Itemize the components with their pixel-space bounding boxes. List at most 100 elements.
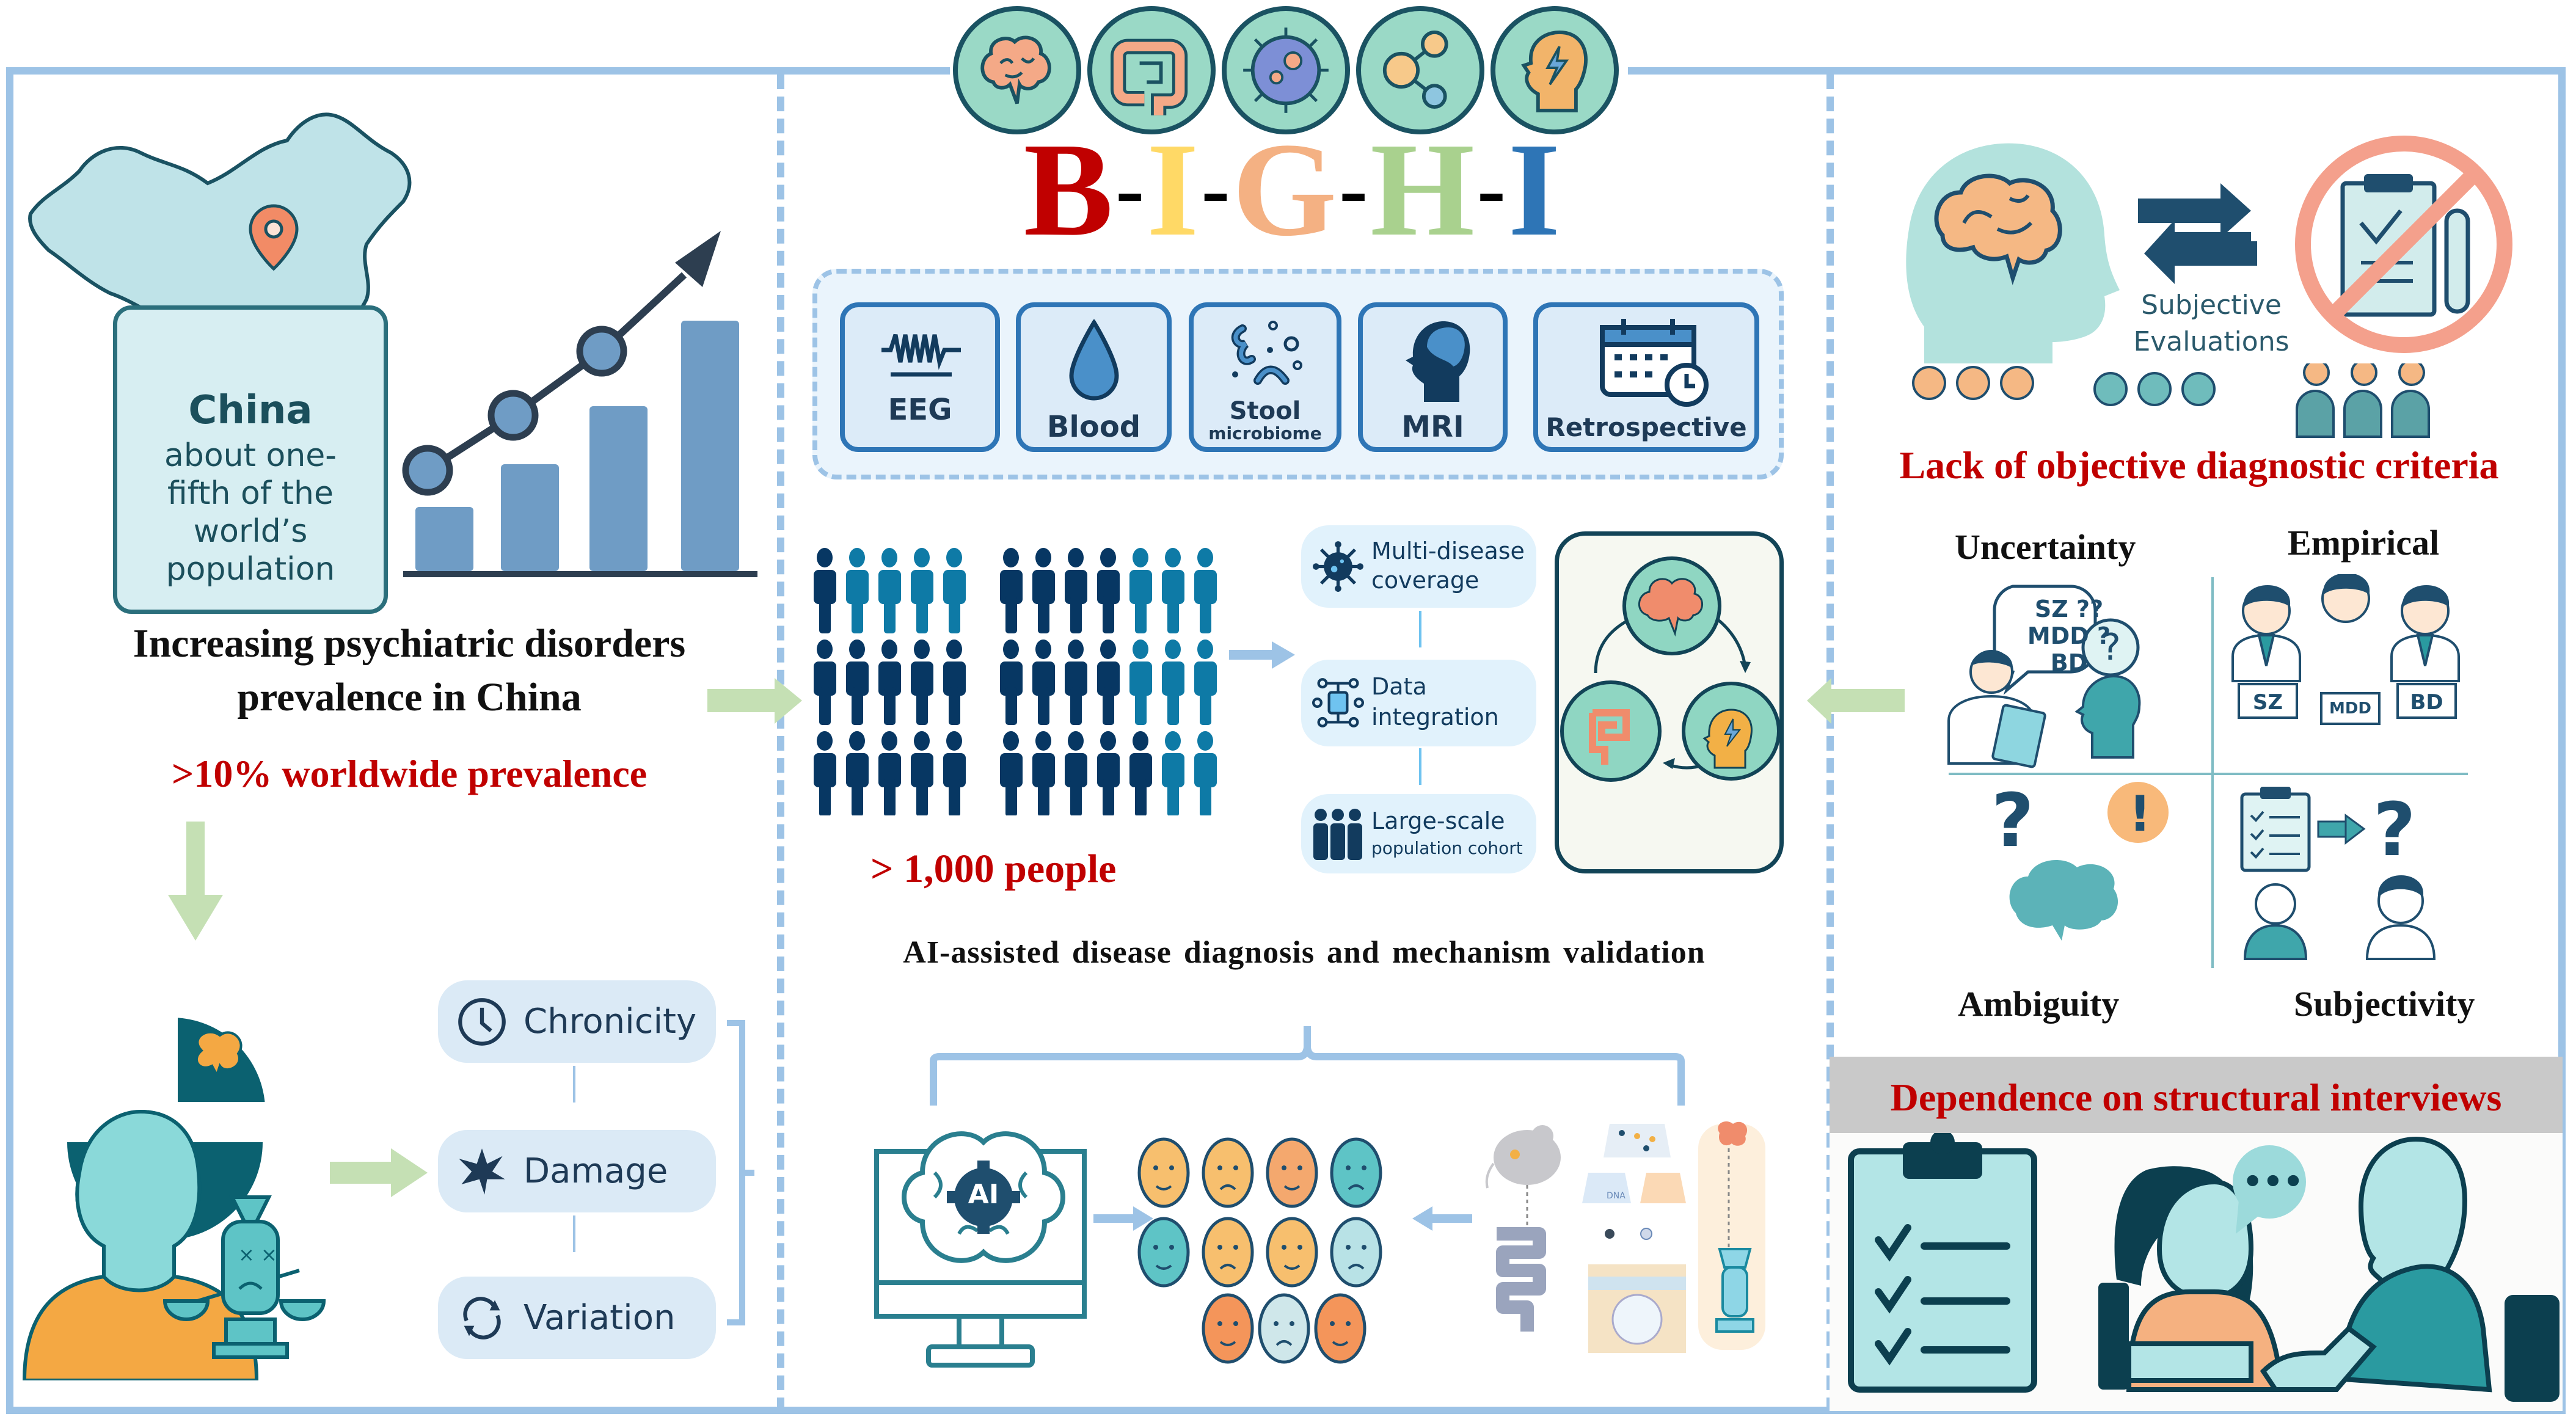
dna-panel [1582,1173,1631,1203]
emotion-face-icon [1266,1217,1318,1288]
emotion-face-icon [1330,1217,1382,1288]
flow-connector [1419,748,1421,785]
flow-step-title: Large-scale [1371,807,1505,834]
clinician-icon [2260,1136,2560,1402]
microbe-icon [1222,6,1350,134]
head-brain-icon [1906,143,2120,363]
person-figure [846,640,869,725]
emotion-face-icon [1137,1217,1190,1288]
person-figure [1065,548,1087,633]
quadrant-label-subjectivity: Subjectivity [2294,984,2475,1024]
subjective-evaluations-label: Subjective Evaluations [2126,287,2297,360]
person-figure [814,640,836,725]
person-figure [878,731,901,815]
sad-scale-icon [1715,1248,1754,1333]
exclamation-mark: ! [2129,785,2151,842]
person-figure [878,640,901,725]
brain-icon [953,6,1081,134]
person-figure [943,731,966,815]
quadrant-divider-horizontal [1949,773,2468,775]
acronym-separator: - [1115,142,1144,236]
emotion-faces [1137,1137,1382,1364]
speech-dots: ••• [2242,1164,2304,1200]
right-arrow-icon [330,1148,428,1197]
person-figure [1097,731,1120,815]
clipboard-checklist-icon [1848,1133,2037,1393]
people-grid [814,548,1217,815]
virus-icon [1313,541,1363,592]
bubble-line: BD [2050,649,2088,676]
modality-retrospective: Retrospective [1533,302,1759,452]
checklist-question-icon: ? [2240,787,2436,960]
china-subtitle-line: about one- [164,437,337,474]
feature-label: Damage [524,1151,668,1191]
person-figure [1000,640,1023,725]
modality-stool: Stool microbiome [1189,302,1341,452]
person-figure [814,731,836,815]
diagnosis-bubble: SZ ?? MDD ? BD [2020,596,2118,676]
modality-label: MRI [1401,410,1464,444]
head-lightning-icon [1491,6,1619,134]
person-figure [1129,731,1152,815]
modality-label: Stool [1229,397,1301,425]
rising-bar-chart-icon [402,231,757,577]
cell-panel [1640,1173,1686,1203]
quadrant-label-ambiguity: Ambiguity [1958,984,2120,1024]
feature-label: Variation [524,1298,676,1338]
data-node-icon [1312,678,1364,727]
emotion-face-icon [1314,1293,1366,1364]
flow-step-cohort: Large-scale population cohort [1301,794,1536,873]
acronym-letter: I [1508,115,1561,264]
subjective-label-line: Evaluations [2133,326,2290,357]
china-subtitle-line: fifth of the [167,475,334,512]
emotion-face-icon [1330,1137,1382,1208]
panel-arrow-right-icon [707,678,802,724]
china-title: China [188,388,313,433]
dna-label: DNA [1607,1191,1626,1201]
bubble-line: SZ ?? [2034,596,2104,622]
patient-icon [2098,1166,2285,1392]
microbiome-icon [1231,321,1302,385]
person-figure [1162,731,1184,815]
acronym-separator: - [1339,142,1368,236]
sign-bd: BD [2410,690,2443,715]
speech-bubble-icon [2233,1145,2306,1234]
group-people-icon [1313,809,1362,860]
acronym-letter: H [1370,115,1475,264]
human-body-silhouette [1698,1124,1765,1350]
intestine-gray-icon [1496,1227,1546,1332]
emotion-face-icon [1266,1137,1318,1208]
china-subtitle: about one- fifth of the world’s populati… [113,437,388,588]
bighi-acronym: B- I- G- H- I [974,115,1610,264]
svg-text:× ×: × × [238,1243,277,1266]
clock-icon [458,997,506,1046]
question-mark: ? [2373,788,2416,873]
feature-pill-variation: Variation [438,1277,716,1359]
china-subtitle-line: population [166,551,335,588]
flow-connector [573,1215,575,1252]
person-figure [1129,640,1152,725]
title-icon-strip [950,0,1628,147]
emotion-face-icon [1202,1293,1254,1364]
flow-step-title: Multi-disease [1371,538,1525,564]
head-profile-icon [1406,321,1470,402]
molecule-icon [1356,6,1484,134]
mouse-icon [1485,1125,1561,1189]
burst-icon [459,1148,505,1195]
sign-sz: SZ [2252,690,2283,715]
brain-icon [1718,1121,1748,1146]
emotion-face-icon [1258,1293,1310,1364]
person-figure [1097,640,1120,725]
person-figure [911,548,933,633]
quadrant-label-empirical: Empirical [2288,523,2440,563]
flow-connector [1419,611,1421,647]
person-figure [1194,640,1217,725]
person-figure [943,548,966,633]
left-arrow-icon [2144,220,2257,284]
emotion-face-icon [1202,1137,1254,1208]
mechanism-illustration: DNA [1485,1121,1765,1353]
brace-icon [930,1026,1685,1106]
no-objective-test-icon [2295,136,2512,353]
down-arrow-icon [168,822,223,941]
person-figure [911,640,933,725]
